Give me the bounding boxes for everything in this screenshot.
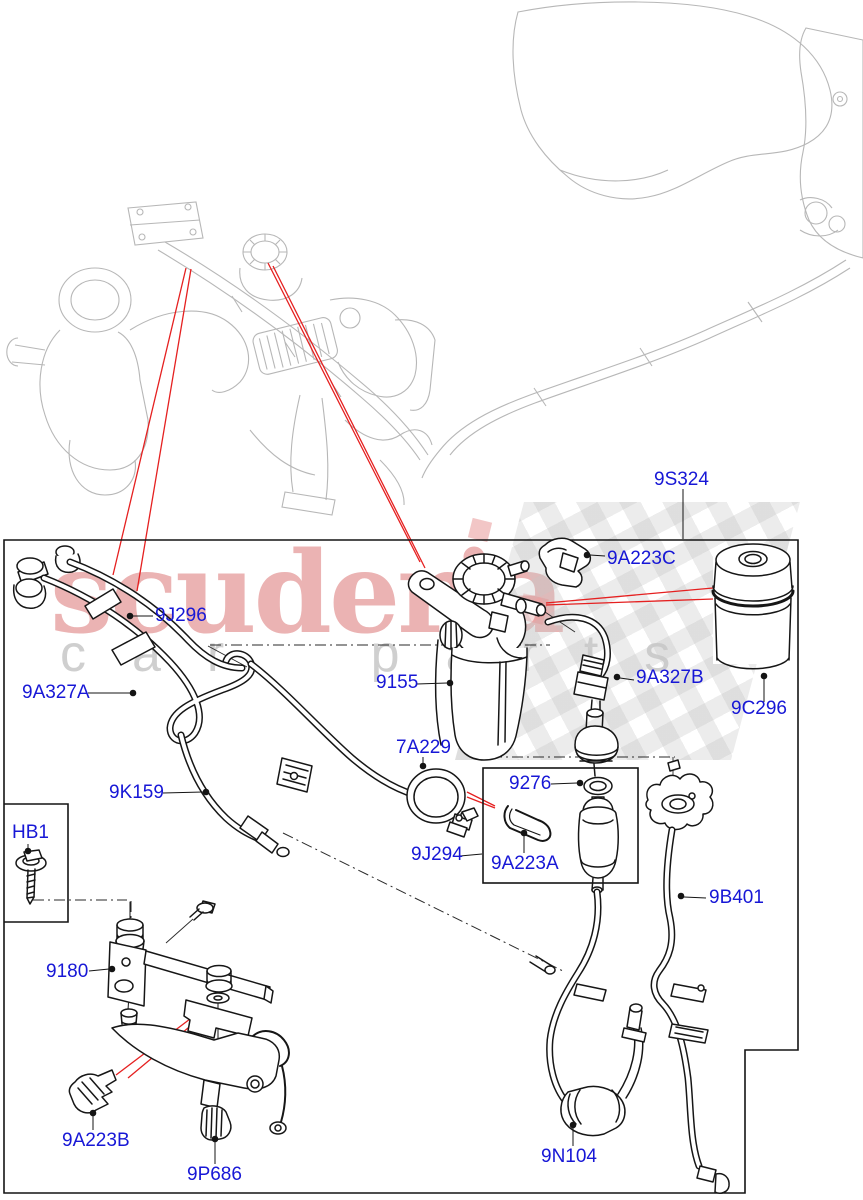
part-label-9A327A[interactable]: 9A327A [22, 682, 90, 703]
hose-9K159 [177, 731, 290, 858]
part-label-9A327B[interactable]: 9A327B [636, 667, 704, 688]
part-label-9A223A[interactable]: 9A223A [491, 853, 559, 874]
part-label-9J296[interactable]: 9J296 [155, 605, 207, 626]
part-label-9B401[interactable]: 9B401 [709, 887, 764, 908]
part-label-9J294[interactable]: 9J294 [411, 844, 463, 865]
bolt-HB1 [15, 849, 47, 905]
part-label-9155[interactable]: 9155 [376, 672, 419, 693]
part-label-9S324[interactable]: 9S324 [654, 469, 709, 490]
part-label-9180[interactable]: 9180 [46, 961, 89, 982]
part-label-9C296[interactable]: 9C296 [731, 698, 787, 719]
part-label-9A223B[interactable]: 9A223B [62, 1130, 130, 1151]
part-label-9K159[interactable]: 9K159 [109, 782, 164, 803]
part-label-9P686[interactable]: 9P686 [187, 1164, 242, 1185]
clip-9P686 [200, 1105, 232, 1141]
clip-9A223B [68, 1069, 117, 1114]
part-label-HB1[interactable]: HB1 [12, 822, 49, 843]
service-kit-parts [503, 776, 619, 894]
part-label-7A229[interactable]: 7A229 [396, 737, 451, 758]
background-vehicle-art [6, 1, 863, 516]
part-label-9A223C[interactable]: 9A223C [607, 548, 676, 569]
clamp-7A229 [406, 768, 479, 838]
hose-9N104 [529, 888, 647, 1137]
part-label-9276[interactable]: 9276 [509, 773, 552, 794]
middle-hose-run [247, 660, 454, 801]
bracket-and-hose-9B401 [645, 759, 730, 1194]
part-label-9N104[interactable]: 9N104 [541, 1146, 597, 1167]
bracket-assembly-9180 [107, 900, 290, 1135]
